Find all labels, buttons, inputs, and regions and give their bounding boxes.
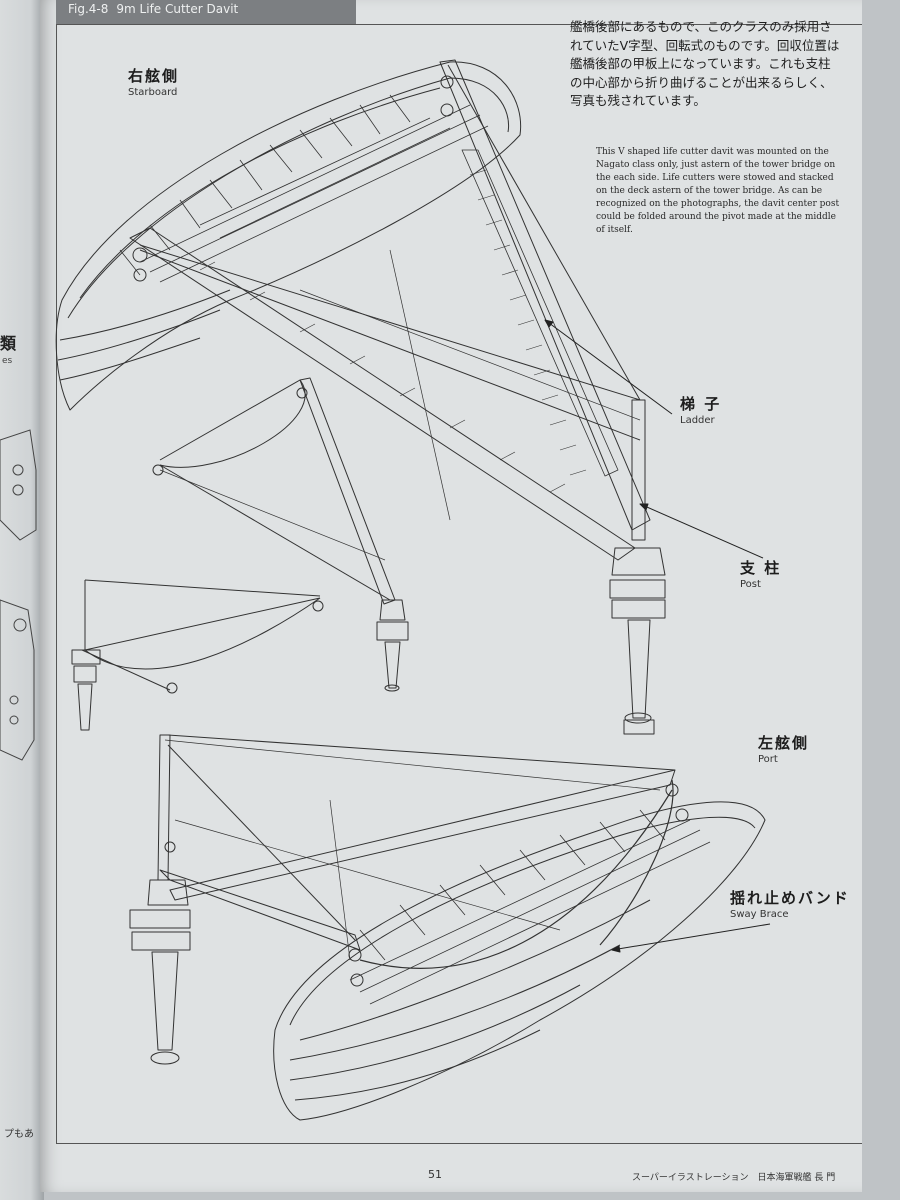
previous-page-latin: es — [2, 356, 13, 366]
port-label: 左舷側 Port — [758, 734, 810, 765]
description-japanese: 艦橋後部にあるもので、このクラスのみ採用されていたV字型、回転式のものです。回収… — [570, 19, 840, 108]
sway-brace-label: 揺れ止めバンド Sway Brace — [730, 889, 850, 920]
ladder-label: 梯 子 Ladder — [680, 395, 722, 426]
figure-header: Fig.4-8 9m Life Cutter Davit — [56, 0, 356, 24]
figure-number: Fig.4-8 — [68, 2, 109, 16]
page-number: 51 — [428, 1168, 442, 1181]
davit-front-view-drawing — [71, 579, 324, 731]
previous-page-edge: 類 es プもあ — [0, 0, 44, 1200]
running-title: スーパーイラストレーション 日本海軍戦艦 長 門 — [632, 1173, 836, 1183]
starboard-davit-drawing — [129, 59, 666, 735]
starboard-cutter-drawing — [55, 61, 522, 411]
description-english: This V shaped life cutter davit was moun… — [596, 147, 840, 235]
previous-page-footnote: プもあ — [4, 1129, 34, 1140]
port-davit-drawing — [129, 734, 676, 1065]
previous-page-kanji: 類 — [0, 334, 17, 353]
starboard-label: 右舷側 Starboard — [128, 67, 180, 98]
leader-lines — [544, 319, 771, 953]
book-page — [40, 0, 862, 1192]
port-cutter-drawing — [273, 779, 766, 1121]
figure-title: 9m Life Cutter Davit — [116, 2, 239, 16]
previous-page-drawings — [0, 429, 37, 761]
post-label: 支 柱 Post — [740, 559, 782, 590]
davit-side-view-drawing — [152, 377, 409, 692]
figure-frame — [56, 24, 862, 1144]
frame-bottom-rule — [56, 1143, 862, 1144]
